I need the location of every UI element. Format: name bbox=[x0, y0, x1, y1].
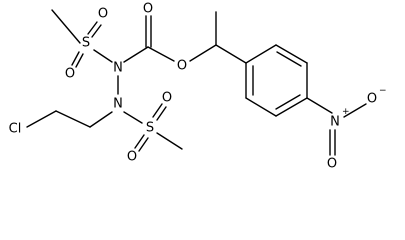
charge-nitro-o: − bbox=[379, 86, 387, 96]
ring-bond-4 bbox=[275, 97, 308, 117]
bond-n1-c-carbonyl bbox=[123, 46, 149, 63]
ring-bond-2 bbox=[275, 44, 308, 64]
atom-nitro-o-double: O bbox=[327, 157, 337, 172]
bond-s-o-bottom-1a bbox=[152, 103, 163, 118]
atom-n1: N bbox=[113, 61, 123, 76]
bond-c-o-ester bbox=[147, 46, 175, 62]
atom-s-bottom: S bbox=[146, 121, 154, 136]
ring-bond-5 bbox=[245, 97, 277, 117]
bond-s-methyl-bottom bbox=[156, 132, 183, 150]
ring-double-1 bbox=[276, 51, 302, 67]
atom-o-bottom-2: O bbox=[127, 150, 137, 165]
atom-labels: S O O N O O N S O O Cl N O O + − bbox=[9, 2, 387, 172]
atom-o-bottom-1: O bbox=[162, 91, 172, 106]
bond-s-n1 bbox=[93, 49, 113, 63]
charge-nitro-n: + bbox=[342, 107, 350, 117]
bond-nitro-n-o-minus bbox=[343, 103, 367, 118]
bond-s-o-bottom-2a bbox=[134, 134, 145, 149]
atom-n2: N bbox=[113, 97, 123, 112]
bond-s-o-bottom-1b bbox=[156, 106, 167, 121]
bond-s-o-top-2b bbox=[75, 53, 84, 68]
bond-ch-ring bbox=[215, 44, 247, 64]
bond-s-o-bottom-2b bbox=[138, 137, 149, 152]
bond-n2-s-bottom bbox=[123, 111, 143, 124]
bond-ch2-ch2 bbox=[55, 110, 91, 128]
bond-methyl-s-top bbox=[51, 9, 81, 44]
ring-bond-1 bbox=[245, 44, 277, 64]
atom-s-top: S bbox=[82, 36, 90, 51]
atom-o-top-2: O bbox=[65, 67, 75, 82]
chemical-structure: S O O N O O N S O O Cl N O O + − bbox=[9, 2, 387, 172]
bond-n2-ch2 bbox=[89, 111, 113, 128]
bond-s-o-top-1a bbox=[87, 21, 98, 35]
atom-nitro-o-single: O bbox=[367, 92, 377, 107]
bond-o-ester-ch bbox=[189, 44, 217, 62]
ring-double-2 bbox=[275, 94, 301, 110]
bond-s-o-top-1b bbox=[91, 24, 102, 38]
atom-o-top-1: O bbox=[98, 7, 108, 22]
bond-ring-nitro-n bbox=[306, 97, 333, 114]
bond-s-o-top-2a bbox=[71, 51, 80, 66]
atom-o-ester: O bbox=[177, 59, 187, 74]
atom-chlorine: Cl bbox=[9, 122, 22, 137]
atom-o-carbonyl: O bbox=[143, 2, 153, 17]
bond-ch2-cl bbox=[26, 110, 57, 128]
atom-nitro-n: N bbox=[330, 115, 340, 130]
bonds bbox=[26, 9, 367, 156]
